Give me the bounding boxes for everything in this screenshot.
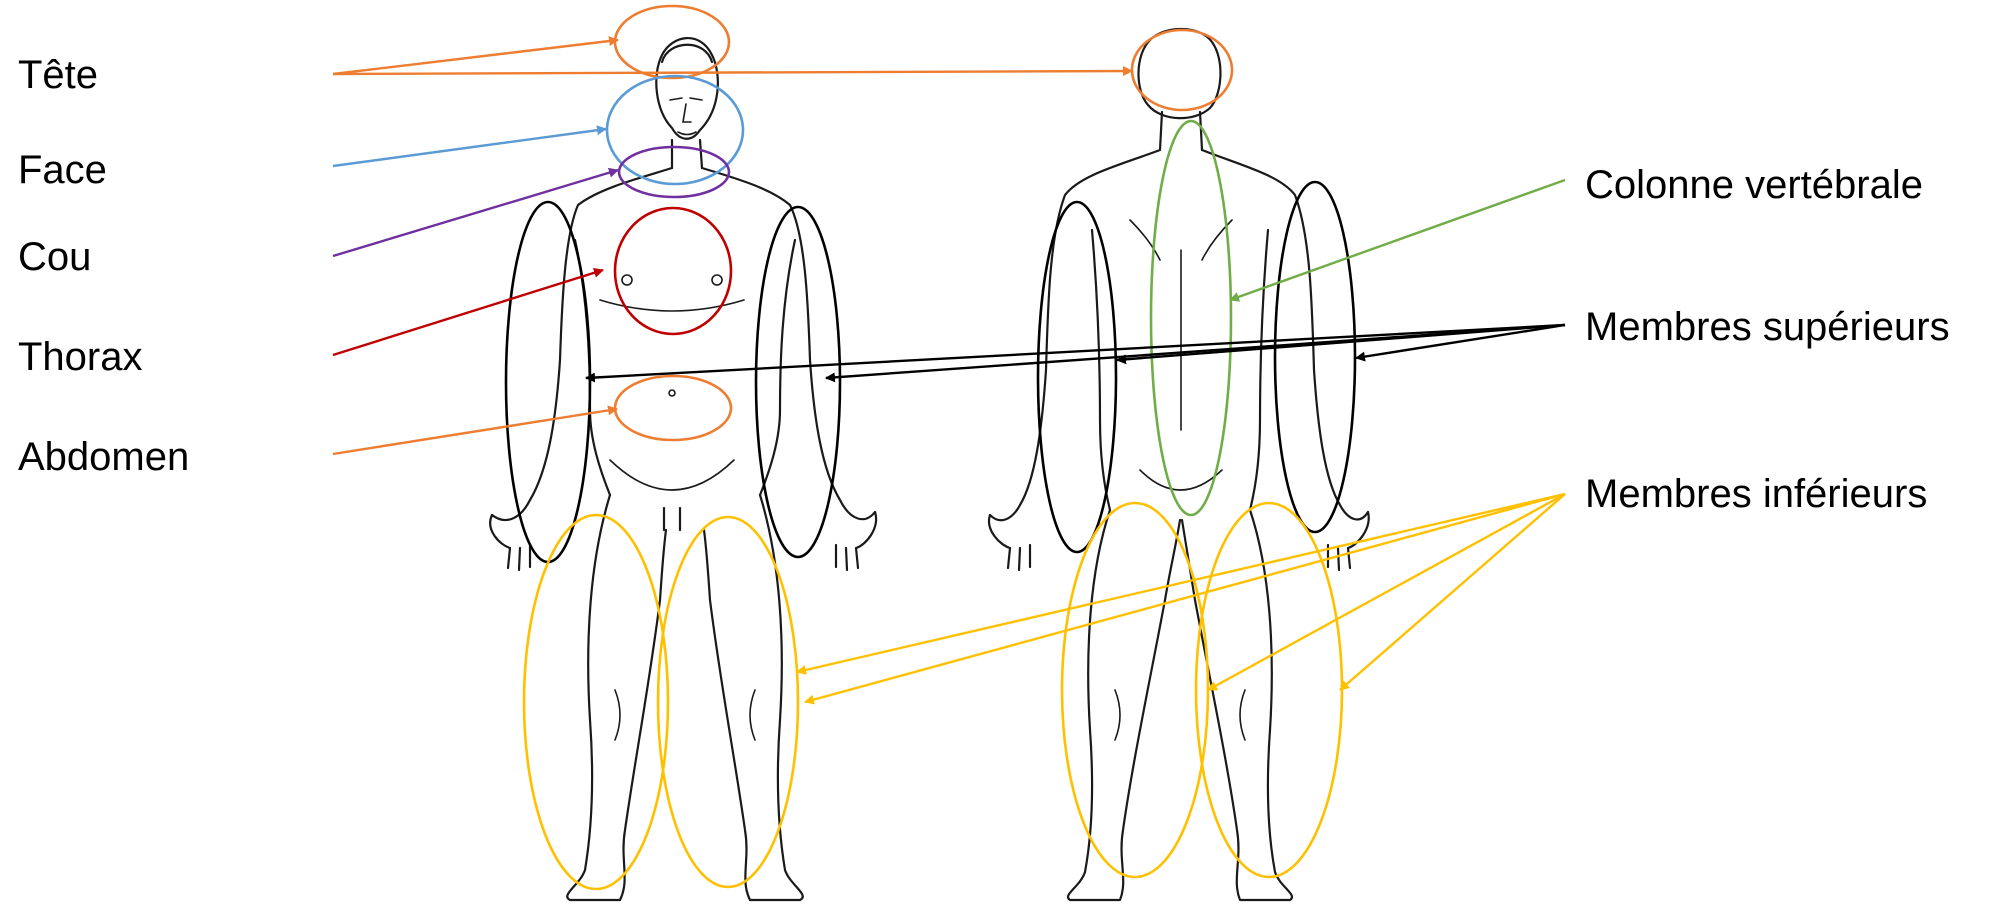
arrow-colonne	[1230, 180, 1565, 300]
zone-abdomen	[615, 376, 731, 440]
front-body-figure	[490, 38, 876, 900]
label-membres-inferieurs: Membres inférieurs	[1585, 472, 1927, 516]
label-face: Face	[18, 148, 107, 192]
label-thorax: Thorax	[18, 335, 143, 379]
arrow-face	[333, 129, 606, 166]
zone-membre-sup-back-right	[1275, 182, 1355, 532]
zone-membre-sup-front-left	[756, 207, 840, 557]
arrow-abdomen	[333, 409, 617, 454]
arrow-membre-inf-3	[1208, 494, 1565, 690]
zone-face	[607, 76, 743, 184]
zone-thorax	[615, 208, 731, 334]
label-tete: Tête	[18, 53, 98, 97]
label-abdomen: Abdomen	[18, 435, 189, 479]
zone-membre-sup-back-left	[1038, 202, 1116, 552]
arrow-tete-front	[333, 40, 618, 74]
zone-membre-inf-front-right	[524, 515, 668, 889]
zone-colonne	[1151, 121, 1231, 515]
arrow-membre-sup-3	[1117, 325, 1565, 360]
arrow-membre-sup-1	[586, 325, 1565, 378]
back-body-figure	[989, 29, 1369, 900]
zone-membre-sup-front-right	[506, 202, 590, 562]
label-membres-superieurs: Membres supérieurs	[1585, 305, 1950, 349]
arrow-membre-inf-4	[1340, 494, 1565, 690]
arrow-membre-inf-2	[805, 494, 1565, 702]
label-cou: Cou	[18, 235, 91, 279]
zone-membre-inf-back-left	[1062, 503, 1208, 877]
zone-membre-inf-front-left	[658, 517, 798, 887]
zone-tete-back	[1132, 30, 1232, 110]
arrow-tete-back	[333, 71, 1132, 74]
label-colonne: Colonne vertébrale	[1585, 163, 1923, 207]
